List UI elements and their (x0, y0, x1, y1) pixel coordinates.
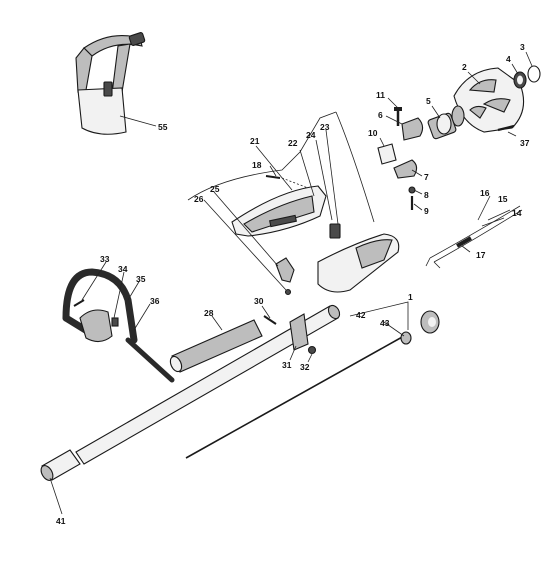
screw-part-30 (263, 315, 277, 325)
label-15: 15 (498, 194, 508, 204)
bearing-part-1 (420, 310, 440, 334)
label-30: 30 (254, 296, 264, 306)
label-24: 24 (306, 130, 316, 140)
label-8: 8 (424, 190, 429, 200)
label-41: 41 (56, 516, 66, 526)
screw-part-33 (73, 299, 85, 307)
label-2: 2 (462, 62, 467, 72)
label-7: 7 (424, 172, 429, 182)
label-35: 35 (136, 274, 146, 284)
label-33: 33 (100, 254, 110, 264)
main-shaft-part (75, 304, 341, 465)
label-3: 3 (520, 42, 525, 52)
clamp-part-6 (401, 117, 424, 141)
ring-part-3 (527, 65, 541, 83)
label-4: 4 (506, 54, 511, 64)
label-25: 25 (210, 184, 220, 194)
label-17: 17 (476, 250, 486, 260)
clamp-part-31 (289, 313, 309, 351)
throttle-handle-part (231, 185, 327, 237)
nut-part-32 (307, 345, 317, 355)
label-31: 31 (282, 360, 292, 370)
screw-part-18 (265, 175, 281, 179)
label-26: 26 (194, 194, 204, 204)
bushing-part-10 (377, 143, 397, 165)
label-18: 18 (252, 160, 262, 170)
loop-handle-part (62, 268, 175, 383)
leader-lines (49, 51, 533, 515)
label-36: 36 (150, 296, 160, 306)
label-55: 55 (158, 122, 168, 132)
label-21: 21 (250, 136, 260, 146)
nut-part-8 (408, 186, 416, 194)
label-6: 6 (378, 110, 383, 120)
foam-grip-part (169, 319, 263, 373)
nut-part-34 (111, 317, 119, 327)
switch-part-23 (329, 223, 341, 239)
label-32: 32 (300, 362, 310, 372)
rear-grip-part (317, 233, 400, 293)
label-43: 43 (380, 318, 390, 328)
bearing-part-43 (400, 331, 412, 345)
bracket-part-7 (393, 159, 418, 179)
drive-shaft-part (185, 335, 405, 459)
label-9: 9 (424, 206, 429, 216)
label-23: 23 (320, 122, 330, 132)
label-1: 1 (408, 292, 413, 302)
label-37: 37 (520, 138, 530, 148)
label-11: 11 (376, 90, 385, 100)
label-42: 42 (356, 310, 366, 320)
label-22: 22 (288, 138, 298, 148)
trigger-part-25 (275, 257, 295, 283)
label-34: 34 (118, 264, 128, 274)
screw-part-37 (497, 124, 515, 132)
label-28: 28 (204, 308, 214, 318)
label-10: 10 (368, 128, 378, 138)
coupling-part (427, 112, 457, 140)
label-14: 14 (512, 208, 522, 218)
harness-part (75, 32, 146, 135)
shaft-sleeve-part (40, 449, 81, 481)
label-5: 5 (426, 96, 431, 106)
gear-housing-part (451, 67, 525, 133)
pin-part-26 (284, 288, 292, 296)
label-16: 16 (480, 188, 490, 198)
throttle-cable-part (425, 205, 523, 269)
callout-labels: 1 2 3 4 5 6 7 8 9 10 11 14 15 16 17 18 2… (56, 42, 530, 526)
